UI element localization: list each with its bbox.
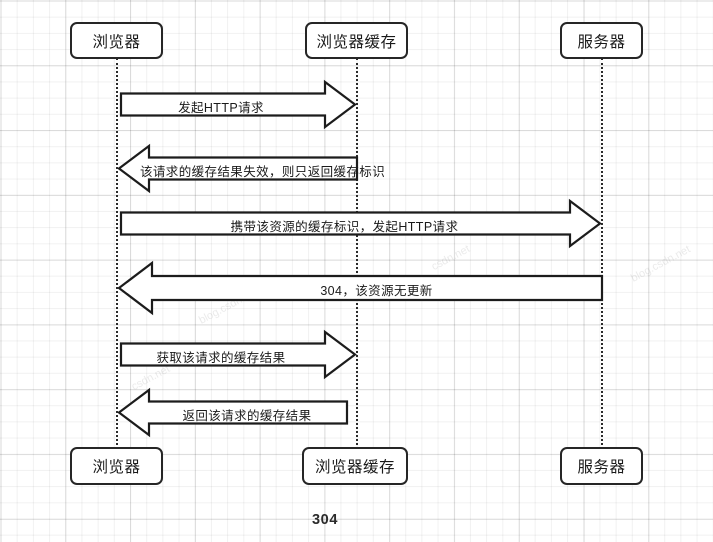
block-arrow-right xyxy=(121,332,355,377)
block-arrow-right xyxy=(121,201,600,246)
block-arrow-left xyxy=(119,146,357,191)
message-arrow-2[interactable]: 该请求的缓存结果失效，则只返回缓存标识 xyxy=(118,145,385,192)
participant-label: 浏览器缓存 xyxy=(316,33,397,51)
message-arrow-6[interactable]: 返回该请求的缓存结果 xyxy=(118,389,348,436)
participant-browser-top[interactable]: 浏览器 xyxy=(70,22,163,59)
participant-label: 浏览器 xyxy=(92,459,141,476)
participant-server-bottom[interactable]: 服务器 xyxy=(560,447,643,485)
participant-server-top[interactable]: 服务器 xyxy=(560,22,643,59)
participant-browser-bottom[interactable]: 浏览器 xyxy=(70,447,163,485)
participant-cache-top[interactable]: 浏览器缓存 xyxy=(305,22,408,59)
participant-label: 服务器 xyxy=(577,33,626,51)
message-arrow-1[interactable]: 发起HTTP请求 xyxy=(120,81,356,128)
block-arrow-right xyxy=(121,82,355,127)
participant-label: 浏览器缓存 xyxy=(314,459,395,476)
participant-label: 服务器 xyxy=(577,459,626,476)
lifeline-cache xyxy=(356,58,358,449)
block-arrow-left xyxy=(119,263,602,313)
message-arrow-4[interactable]: 304，该资源无更新 xyxy=(118,262,603,314)
message-arrow-3[interactable]: 携带该资源的缓存标识，发起HTTP请求 xyxy=(120,200,601,247)
watermark: blog.csdn.net xyxy=(629,243,693,285)
participant-label: 浏览器 xyxy=(92,33,141,51)
participant-cache-bottom[interactable]: 浏览器缓存 xyxy=(302,447,408,485)
block-arrow-left xyxy=(119,390,347,435)
lifeline-server xyxy=(601,58,603,449)
message-arrow-5[interactable]: 获取该请求的缓存结果 xyxy=(120,331,356,378)
lifeline-browser xyxy=(116,58,118,449)
diagram-caption: 304 xyxy=(312,512,338,528)
